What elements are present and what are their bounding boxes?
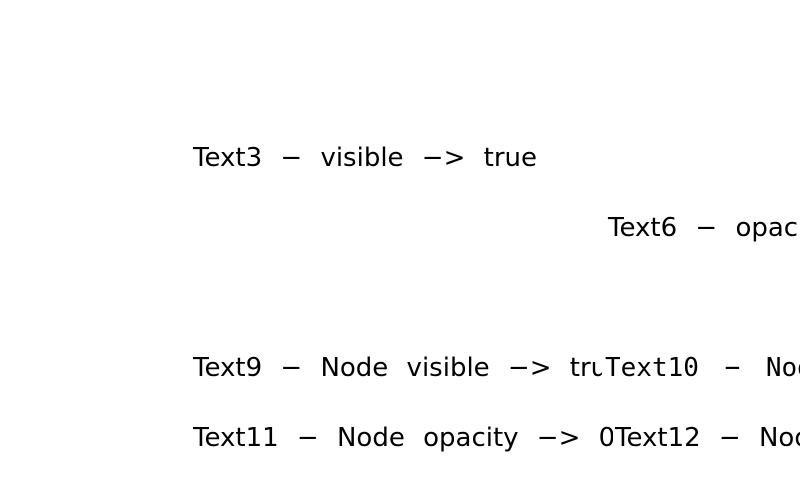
label-text11-node-opacity: Text11 − Node opacity −> 0	[193, 423, 613, 453]
label-text12-node: Text12 − Node	[615, 423, 800, 453]
label-text9-node-visible: Text9 − Node visible −> true	[193, 353, 602, 383]
label-text3-visible-true: Text3 − visible −> true	[193, 143, 538, 173]
label-text6-opacity: Text6 − opacity	[608, 213, 800, 243]
label-text10-node: Text10 − Node	[605, 353, 800, 383]
